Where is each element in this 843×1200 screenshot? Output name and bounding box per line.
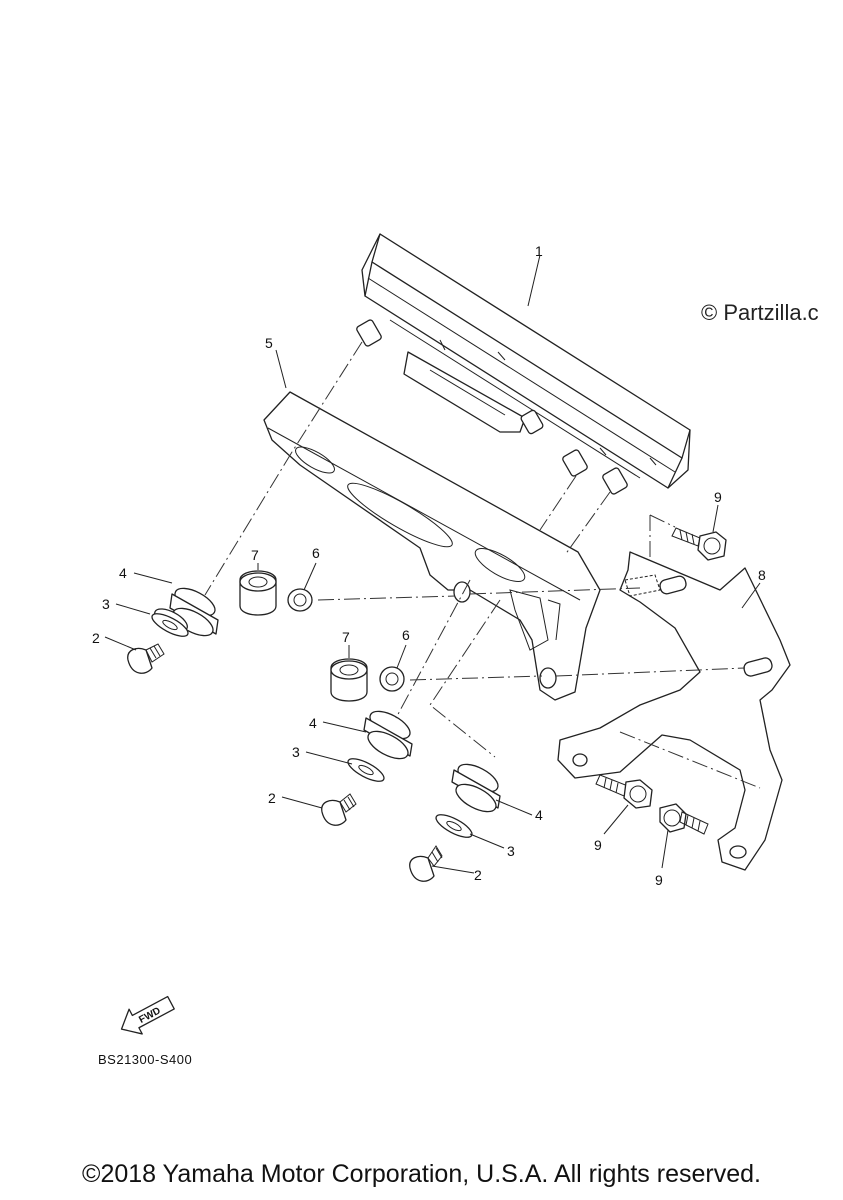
callout-5: 5	[265, 335, 273, 351]
copyright-notice: ©2018 Yamaha Motor Corporation, U.S.A. A…	[82, 1160, 761, 1188]
mounting-bracket[interactable]	[557, 551, 791, 871]
callout-6-upper: 6	[312, 545, 320, 561]
callout-8: 8	[758, 567, 766, 583]
meter-assembly[interactable]	[356, 233, 691, 495]
grommet-lower[interactable]	[451, 759, 502, 817]
leader-lines	[104, 254, 761, 874]
diagram-code: BS21300-S400	[98, 1052, 193, 1067]
collar-upper[interactable]	[239, 570, 277, 616]
meter-housing[interactable]	[263, 391, 601, 701]
callout-1: 1	[535, 243, 543, 259]
callout-2-lower: 2	[474, 867, 482, 883]
collar-lower[interactable]	[330, 658, 368, 702]
washer-lower[interactable]	[433, 810, 475, 841]
spacer-upper[interactable]	[287, 588, 313, 612]
screw-middle[interactable]	[321, 793, 357, 826]
bolt-upper[interactable]	[671, 527, 727, 561]
fwd-label: FWD	[137, 1005, 162, 1025]
callout-9-upper: 9	[714, 489, 722, 505]
callout-9-lower: 9	[655, 872, 663, 888]
screw-lower[interactable]	[409, 845, 443, 882]
bolt-middle[interactable]	[595, 774, 653, 809]
callout-3-lower: 3	[507, 843, 515, 859]
grommet-middle[interactable]	[363, 706, 414, 764]
callout-2-left: 2	[92, 630, 100, 646]
callout-7-lower: 7	[342, 629, 350, 645]
callout-4-middle: 4	[309, 715, 317, 731]
washer-middle[interactable]	[345, 754, 387, 785]
assembly-centerlines	[204, 341, 761, 789]
callout-3-middle: 3	[292, 744, 300, 760]
washer-left[interactable]	[149, 609, 191, 640]
callout-2-middle: 2	[268, 790, 276, 806]
callout-4-left: 4	[119, 565, 127, 581]
screw-left[interactable]	[127, 643, 165, 674]
callout-6-lower: 6	[402, 627, 410, 643]
bolt-lower[interactable]	[659, 803, 709, 835]
spacer-lower[interactable]	[379, 666, 405, 692]
callout-3-left: 3	[102, 596, 110, 612]
callout-4-lower: 4	[535, 807, 543, 823]
watermark: © Partzilla.c	[701, 300, 819, 325]
callout-7-upper: 7	[251, 547, 259, 563]
callout-labels: 1 5 4 3 2 7 6 7 6 4 3 2 4 3 2 8 9 9 9	[92, 243, 766, 888]
callout-9-middle: 9	[594, 837, 602, 853]
fwd-arrow: FWD	[120, 995, 175, 1035]
